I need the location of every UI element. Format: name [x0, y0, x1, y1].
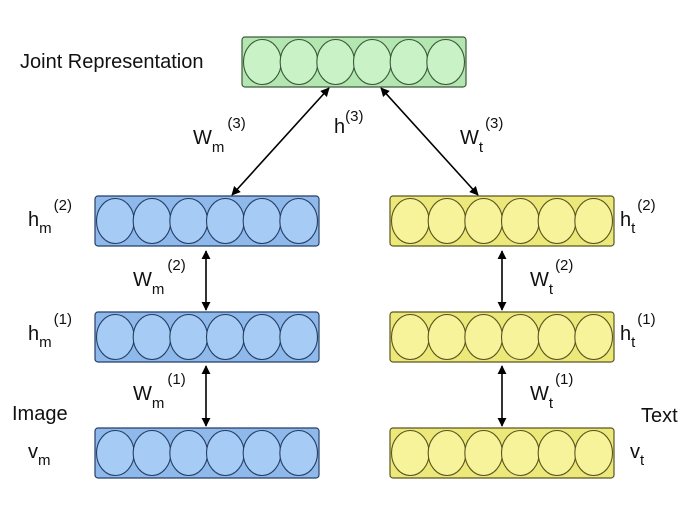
vt-label: vt: [630, 441, 645, 469]
image-hidden-layer-1: [94, 311, 320, 363]
unit-node: [352, 38, 392, 86]
image-label: Image: [12, 403, 68, 425]
unit-node: [242, 313, 282, 361]
unit-node: [169, 429, 209, 477]
unit-node: [279, 429, 319, 477]
unit-node: [169, 197, 209, 245]
unit-node: [537, 313, 577, 361]
unit-node: [169, 313, 209, 361]
image-visible-layer: [94, 427, 320, 479]
unit-node: [574, 313, 614, 361]
h3-label: h(3): [334, 108, 363, 138]
vm-label: vm: [28, 441, 51, 469]
unit-node: [389, 38, 429, 86]
unit-node: [95, 429, 135, 477]
unit-node: [427, 313, 467, 361]
unit-node: [464, 429, 504, 477]
unit-node: [500, 429, 540, 477]
unit-node: [390, 197, 430, 245]
unit-node: [205, 429, 245, 477]
wt3-label: Wt(3): [460, 115, 503, 156]
arrow-joint-to-text: [380, 87, 479, 196]
unit-node: [316, 38, 356, 86]
unit-node: [205, 313, 245, 361]
arrow-joint-to-image: [231, 87, 330, 196]
hm1-label: hm(1): [28, 311, 72, 351]
text-visible-layer: [389, 427, 615, 479]
unit-node: [242, 197, 282, 245]
text-label: Text: [641, 405, 678, 427]
unit-node: [537, 197, 577, 245]
unit-node: [500, 197, 540, 245]
joint-layer: [241, 36, 467, 88]
text-hidden-layer-1: [389, 311, 615, 363]
unit-node: [500, 313, 540, 361]
wm3-label: Wm(3): [193, 115, 246, 156]
image-hidden-layer-2: [94, 195, 320, 247]
unit-node: [279, 313, 319, 361]
unit-node: [537, 429, 577, 477]
unit-node: [574, 429, 614, 477]
unit-node: [242, 429, 282, 477]
unit-node: [279, 38, 319, 86]
ht1-label: ht(1): [620, 311, 656, 351]
unit-node: [132, 313, 172, 361]
unit-node: [132, 429, 172, 477]
wm2-label: Wm(2): [133, 257, 186, 298]
unit-node: [132, 197, 172, 245]
unit-node: [279, 197, 319, 245]
unit-node: [95, 313, 135, 361]
unit-node: [427, 197, 467, 245]
joint-representation-label: Joint Representation: [20, 51, 203, 73]
text-hidden-layer-2: [389, 195, 615, 247]
wt1-label: Wt(1): [530, 371, 573, 412]
wt2-label: Wt(2): [530, 257, 573, 298]
unit-node: [242, 38, 282, 86]
unit-node: [205, 197, 245, 245]
unit-node: [390, 313, 430, 361]
unit-node: [95, 197, 135, 245]
wm1-label: Wm(1): [133, 371, 186, 412]
unit-node: [464, 197, 504, 245]
hm2-label: hm(2): [28, 197, 72, 237]
unit-node: [390, 429, 430, 477]
unit-node: [574, 197, 614, 245]
unit-node: [464, 313, 504, 361]
unit-node: [426, 38, 466, 86]
ht2-label: ht(2): [620, 197, 656, 237]
unit-node: [427, 429, 467, 477]
